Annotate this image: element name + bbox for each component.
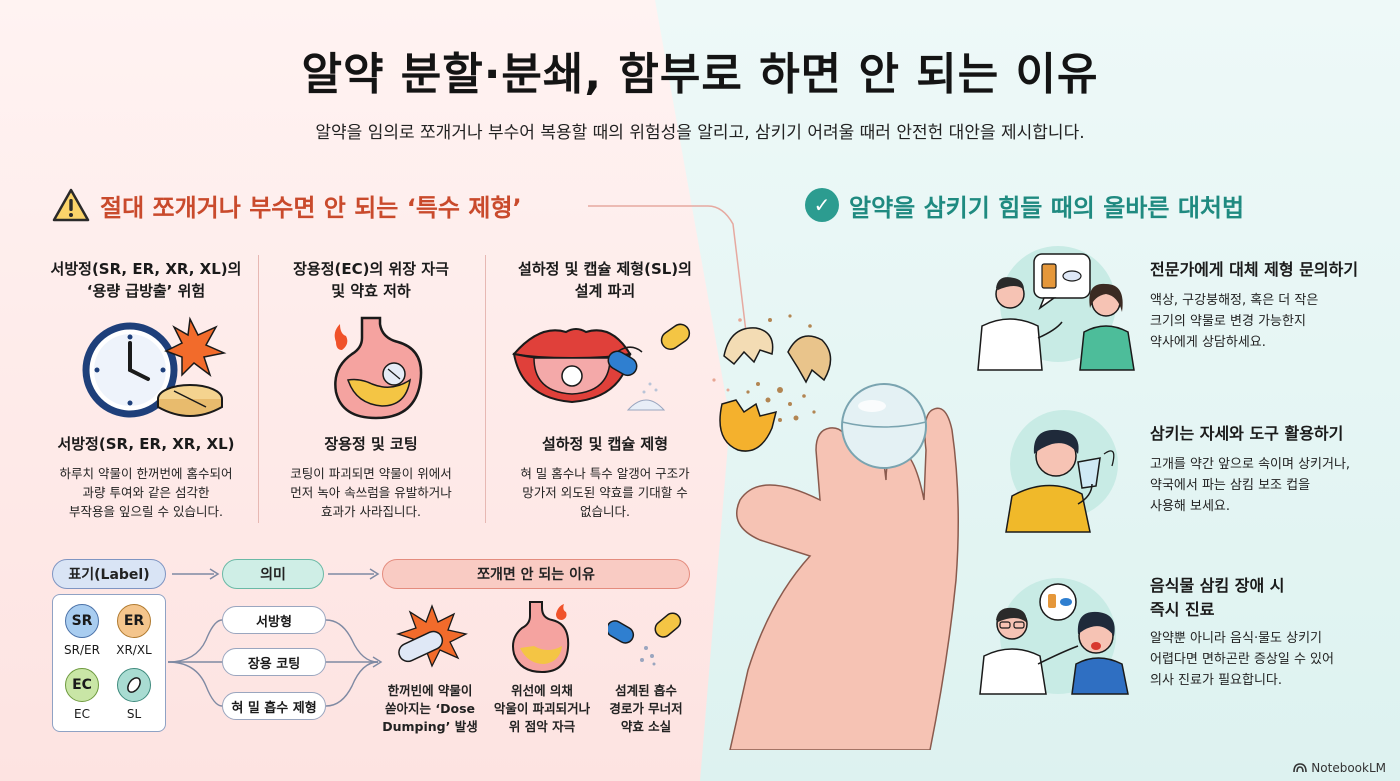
badge-er: ER: [117, 604, 151, 638]
header-arrows: [172, 568, 380, 580]
column-desc-line1: 하루치 약물이 한꺼번에 홈수되어: [59, 466, 233, 481]
stomach-small-icon: [512, 601, 570, 674]
pill-meaning-header: 의미: [222, 559, 324, 589]
right-item-title: 전문가에게 대체 제형 문의하기: [1150, 260, 1359, 279]
right-item-title-line2: 즉시 진료: [1150, 600, 1215, 619]
right-item-desc-line2: 어렵다면 면하곤란 증상일 수 있어: [1150, 652, 1334, 667]
right-heading-text: 알약을 삼키기 힘들 때의 올바른 대처법: [849, 193, 1245, 222]
badge-sr: SR: [65, 604, 99, 638]
tongue-capsule-icon: [512, 323, 691, 411]
reason-dose-dumping: 한꺼빈에 약물이 쏟아지는 ‘Dose Dumping’ 발생: [370, 682, 490, 736]
column-desc-line1: 혀 밀 홈수나 특수 알갱어 구조가: [520, 466, 690, 481]
tablet-icon: [127, 677, 141, 693]
column-heading-line2: 설계 파괴: [574, 282, 636, 300]
notebooklm-logo-icon: [1293, 763, 1308, 773]
capsule-split-icon: [608, 612, 682, 666]
stomach-icon: [334, 316, 423, 420]
column-subheading: 설하정 및 캡슐 제형: [541, 435, 669, 453]
right-item-desc-line3: 약사에게 상담하세요.: [1150, 335, 1266, 350]
reason-line: 위 점악 자극: [508, 719, 576, 734]
badge-caption: EC: [74, 707, 90, 721]
right-item-desc-line1: 액상, 구강붕해정, 혹은 더 작은: [1150, 293, 1319, 308]
right-item-posture: 삼키는 자세와 도구 활용하기 고개를 약간 앞으로 속이며 상키거나, 약국에…: [1150, 422, 1390, 517]
drinking-water-icon: [1005, 429, 1115, 533]
badge-caption: SR/ER: [64, 643, 100, 657]
left-heading-text: 절대 쪼개거나 부수면 안 되는 ‘특수 제형’: [100, 193, 522, 222]
reason-line: 악울이 파괴되거나: [493, 701, 591, 716]
pharmacist-consult-icon: [977, 253, 1135, 371]
reason-line: 위선에 의채: [511, 683, 573, 698]
column-heading-line2: ‘용량 급방출’ 위험: [86, 282, 206, 300]
right-item-desc-line1: 알약뿐 아니라 음식·물도 상키기: [1150, 631, 1323, 646]
right-item-doctor: 음식물 삼킴 장애 시 즉시 진료 알약뿐 아니라 음식·물도 상키기 어렵다면…: [1150, 574, 1390, 691]
warning-icon: [52, 188, 90, 222]
column-1-body: 서방정(SR, ER, XR, XL) 하루치 약물이 한꺼번에 홈수되어 과량…: [36, 433, 256, 521]
column-enteric-coated: 장용정(EC)의 위장 자극 및 약효 저하: [266, 258, 476, 302]
meaning-enteric: 장용 코팅: [222, 648, 326, 676]
right-item-title-line1: 음식물 삼킴 장애 시: [1150, 576, 1285, 595]
reason-line: 한꺼빈에 약물이: [387, 683, 473, 698]
column-desc-line3: 효과가 사라집니다.: [321, 504, 421, 519]
connector-line: [588, 205, 747, 333]
column-sustained-release: 서방정(SR, ER, XR, XL)의 ‘용량 급방출’ 위험: [36, 258, 256, 302]
column-desc-line3: 없습니다.: [580, 504, 630, 519]
column-desc-line2: 망가저 외도된 약효를 기대할 수: [522, 485, 688, 500]
reason-line: Dumping’ 발생: [382, 719, 478, 734]
right-item-desc-line2: 약국에서 파는 삼킴 보조 컵을: [1150, 478, 1311, 493]
clock-pill-icon: [82, 316, 227, 418]
column-heading-line1: 설하정 및 캡슐 제형(SL)의: [518, 260, 692, 278]
right-item-desc-line3: 의사 진료가 필요합니다.: [1150, 673, 1282, 688]
column-heading-line1: 서방정(SR, ER, XR, XL)의: [50, 260, 242, 278]
column-3-body: 설하정 및 캡슐 제형 혀 밀 홈수나 특수 알갱어 구조가 망가저 외도된 약…: [494, 433, 716, 521]
burst-pill-icon: [395, 604, 468, 668]
badge-caption: SL: [126, 707, 142, 721]
column-subheading: 서방정(SR, ER, XR, XL): [57, 435, 235, 453]
right-item-desc-line2: 크기의 약물로 변경 가능한지: [1150, 314, 1306, 329]
page-subtitle: 알약을 임의로 쪼개거나 부수어 복용할 때의 위험성을 알리고, 삼키기 어려…: [315, 123, 1085, 143]
left-section-heading: 절대 쪼개거나 부수면 안 되는 ‘특수 제형’: [52, 185, 522, 225]
reason-line: 약효 소실: [620, 719, 672, 734]
reason-line: 경로가 무너저: [609, 701, 683, 716]
doctor-exam-icon: [979, 583, 1129, 695]
column-divider: [485, 255, 486, 523]
meaning-sustained: 서방형: [222, 606, 326, 634]
right-item-desc-line1: 고개를 약간 앞으로 속이며 상키거나,: [1150, 457, 1351, 472]
reason-line: 쏟아지는 ‘Dose: [385, 701, 475, 716]
right-item-consult: 전문가에게 대체 제형 문의하기 액상, 구강붕해정, 혹은 더 작은 크기의 …: [1150, 258, 1390, 353]
pill-label-header: 표기(Label): [52, 559, 166, 589]
column-desc-line1: 코팅이 파괴되면 약물이 위에서: [290, 466, 452, 481]
meaning-connectors: [167, 619, 383, 707]
hand-pill-illustration: [712, 314, 959, 750]
footer-brand-text: NotebookLM: [1311, 761, 1386, 775]
reason-line: 섬계된 흡수: [615, 683, 677, 698]
footer-brand: NotebookLM: [1293, 761, 1386, 775]
check-circle-icon: ✓: [805, 188, 839, 222]
column-heading-line1: 장용정(EC)의 위장 자극: [293, 260, 449, 278]
page-title: 알약 분할·분쇄, 함부로 하면 안 되는 이유: [301, 49, 1099, 100]
right-item-desc-line3: 사용해 보세요.: [1150, 499, 1231, 514]
pill-reason-header: 쪼개면 안 되는 이유: [382, 559, 690, 589]
reason-stomach: 위선에 의채 악울이 파괴되거나 위 점악 자극: [482, 682, 602, 736]
meaning-sublingual: 혀 밀 흡수 제형: [222, 692, 326, 720]
right-item-title: 삼키는 자세와 도구 활용하기: [1150, 424, 1344, 443]
column-heading-line2: 및 약효 저하: [331, 282, 411, 300]
column-divider: [258, 255, 259, 523]
column-desc-line2: 과량 투여와 같은 섬각한: [82, 485, 210, 500]
right-section-heading: ✓ 알약을 삼키기 힘들 때의 올바른 대처법: [805, 185, 1244, 225]
badge-caption: XR/XL: [116, 643, 152, 657]
column-desc-line2: 먼저 녹아 속쓰럼을 유발하거나: [290, 485, 452, 500]
badge-ec: EC: [65, 668, 99, 702]
reason-absorption: 섬계된 흡수 경로가 무너저 약효 소실: [586, 682, 706, 736]
column-sublingual: 설하정 및 캡슐 제형(SL)의 설계 파괴: [494, 258, 716, 302]
column-subheading: 장용정 및 코팅: [324, 435, 418, 453]
badge-sl: [117, 668, 151, 702]
column-desc-line3: 부작용을 잎으릴 수 있습니다.: [69, 504, 223, 519]
column-2-body: 장용정 및 코팅 코팅이 파괴되면 약물이 위에서 먼저 녹아 속쓰럼을 유발하…: [266, 433, 476, 521]
